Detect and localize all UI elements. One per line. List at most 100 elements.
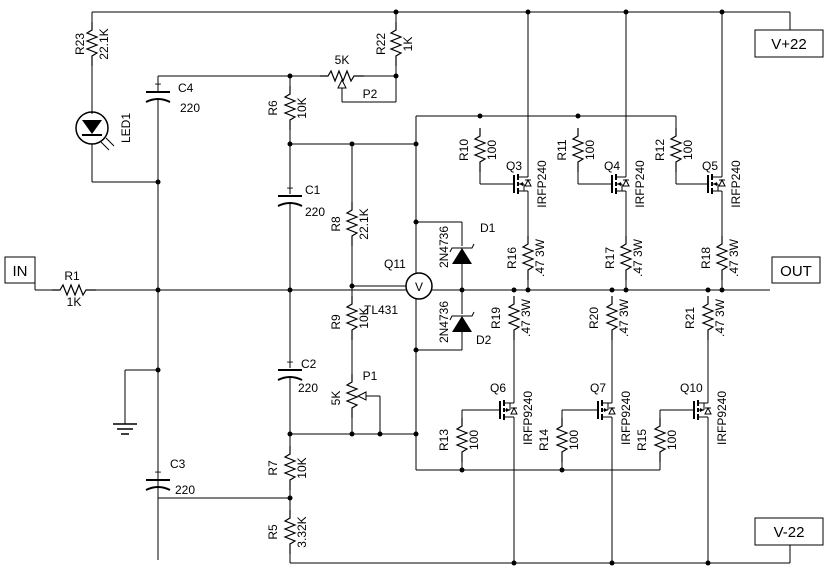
port-vplus: V+22	[754, 29, 824, 58]
svg-text:R23: R23	[73, 33, 87, 55]
svg-text:R11: R11	[555, 139, 569, 160]
port-vminus: V-22	[754, 517, 824, 546]
potentiometer-p1: P1 5K	[329, 340, 381, 434]
svg-text:.47 3W: .47 3W	[533, 238, 547, 277]
svg-text:R6: R6	[266, 100, 280, 116]
resistor-r12: R12 100	[653, 116, 700, 185]
resistor-r1: R1 1K	[34, 269, 416, 309]
svg-text:+: +	[154, 77, 161, 91]
resistor-r23: R23 22.1K	[73, 12, 111, 67]
zener-d2: 2N4736 D2	[437, 290, 492, 350]
svg-text:22.1K: 22.1K	[357, 208, 371, 239]
port-input: IN	[4, 256, 36, 284]
resistor-r6: R6 10K	[266, 76, 309, 131]
svg-text:.47 3W: .47 3W	[727, 238, 741, 277]
svg-text:R22: R22	[374, 33, 388, 55]
svg-text:100: 100	[567, 430, 581, 450]
svg-text:IRFP9240: IRFP9240	[619, 391, 633, 445]
svg-text:IRFP240: IRFP240	[535, 160, 549, 208]
svg-text:TL431: TL431	[364, 303, 398, 317]
svg-text:IRFP9240: IRFP9240	[715, 391, 729, 445]
resistor-r15: R15 100	[635, 409, 686, 470]
svg-text:D1: D1	[480, 221, 496, 235]
svg-text:100: 100	[583, 140, 597, 160]
mosfet-q7: Q7 IRFP9240	[589, 381, 633, 563]
mosfet-q5: Q5 IRFP240	[699, 12, 743, 208]
resistor-r17: R17 .47 3W	[603, 204, 645, 290]
svg-text:100: 100	[467, 430, 481, 450]
svg-text:D2: D2	[476, 333, 492, 347]
capacitor-c4: + C4 220	[145, 75, 290, 560]
resistor-r14: R14 100	[537, 409, 590, 470]
capacitor-c3: + C3 220	[145, 457, 290, 499]
ground-symbol	[113, 369, 158, 435]
svg-text:Q3: Q3	[506, 159, 522, 173]
svg-text:+: +	[286, 355, 293, 369]
resistor-r21: R21 .47 3W	[683, 295, 727, 390]
svg-text:100: 100	[665, 430, 679, 450]
potentiometer-p2: 5K P2	[290, 53, 396, 103]
svg-text:R9: R9	[329, 314, 343, 330]
svg-text:V: V	[415, 280, 423, 294]
svg-text:220: 220	[305, 205, 325, 219]
svg-text:V-22: V-22	[774, 524, 805, 541]
resistor-r5: R5 3.32K	[266, 509, 309, 563]
mosfet-q10: Q10 IRFP9240	[680, 381, 729, 563]
regulator-q11: V Q11 TL431	[364, 257, 433, 317]
svg-text:IRFP240: IRFP240	[633, 160, 647, 208]
capacitor-c2: + C2 220	[277, 355, 318, 395]
led-led1: LED1	[75, 66, 158, 183]
resistor-r13: R13 100	[437, 409, 492, 470]
svg-text:1K: 1K	[67, 295, 82, 309]
svg-text:R5: R5	[266, 524, 280, 540]
svg-text:5K: 5K	[329, 391, 343, 406]
mosfet-q4: Q4 IRFP240	[603, 12, 647, 208]
svg-text:R21: R21	[683, 307, 697, 329]
svg-text:R14: R14	[537, 429, 551, 451]
svg-text:220: 220	[180, 101, 200, 115]
svg-text:R18: R18	[699, 247, 713, 269]
svg-text:Q10: Q10	[680, 381, 703, 395]
supply-rails	[92, 11, 791, 564]
resistor-r22: R22 1K	[374, 12, 415, 102]
svg-text:220: 220	[298, 381, 318, 395]
resistor-r10: R10 100	[457, 127, 506, 185]
svg-text:R15: R15	[635, 429, 649, 451]
resistor-r16: R16 .47 3W	[505, 204, 547, 290]
svg-text:R7: R7	[266, 460, 280, 476]
svg-text:10K: 10K	[295, 97, 309, 118]
svg-text:OUT: OUT	[780, 263, 812, 280]
svg-text:100: 100	[485, 140, 499, 160]
svg-text:LED1: LED1	[119, 113, 133, 143]
svg-text:R20: R20	[587, 307, 601, 329]
svg-text:R19: R19	[489, 307, 503, 329]
svg-text:5K: 5K	[335, 53, 350, 67]
zener-d1: 2N4736 D1	[437, 221, 496, 290]
svg-text:1K: 1K	[401, 37, 415, 52]
svg-text:C2: C2	[301, 357, 317, 371]
svg-text:.47 3W: .47 3W	[617, 298, 631, 337]
svg-text:2N4736: 2N4736	[437, 226, 451, 268]
svg-text:P1: P1	[363, 369, 378, 383]
svg-text:R1: R1	[64, 269, 80, 283]
svg-text:Q6: Q6	[490, 381, 506, 395]
svg-text:.47 3W: .47 3W	[631, 238, 645, 277]
svg-text:R8: R8	[329, 216, 343, 232]
svg-text:V+22: V+22	[771, 36, 806, 53]
svg-text:Q4: Q4	[604, 159, 620, 173]
svg-text:2N4736: 2N4736	[437, 301, 451, 343]
port-output: OUT	[771, 256, 821, 284]
svg-text:R16: R16	[505, 247, 519, 269]
resistor-r18: R18 .47 3W	[699, 204, 741, 290]
svg-text:100: 100	[681, 140, 695, 160]
svg-text:R13: R13	[437, 429, 451, 451]
resistor-r19: R19 .47 3W	[489, 295, 533, 390]
resistor-r20: R20 .47 3W	[587, 295, 631, 390]
svg-text:C1: C1	[305, 183, 321, 197]
svg-text:3.32K: 3.32K	[295, 516, 309, 547]
capacitor-c1: + C1 220	[277, 181, 325, 219]
svg-text:IN: IN	[13, 263, 28, 280]
svg-text:IRFP9240: IRFP9240	[521, 391, 535, 445]
svg-text:10K: 10K	[357, 307, 371, 328]
